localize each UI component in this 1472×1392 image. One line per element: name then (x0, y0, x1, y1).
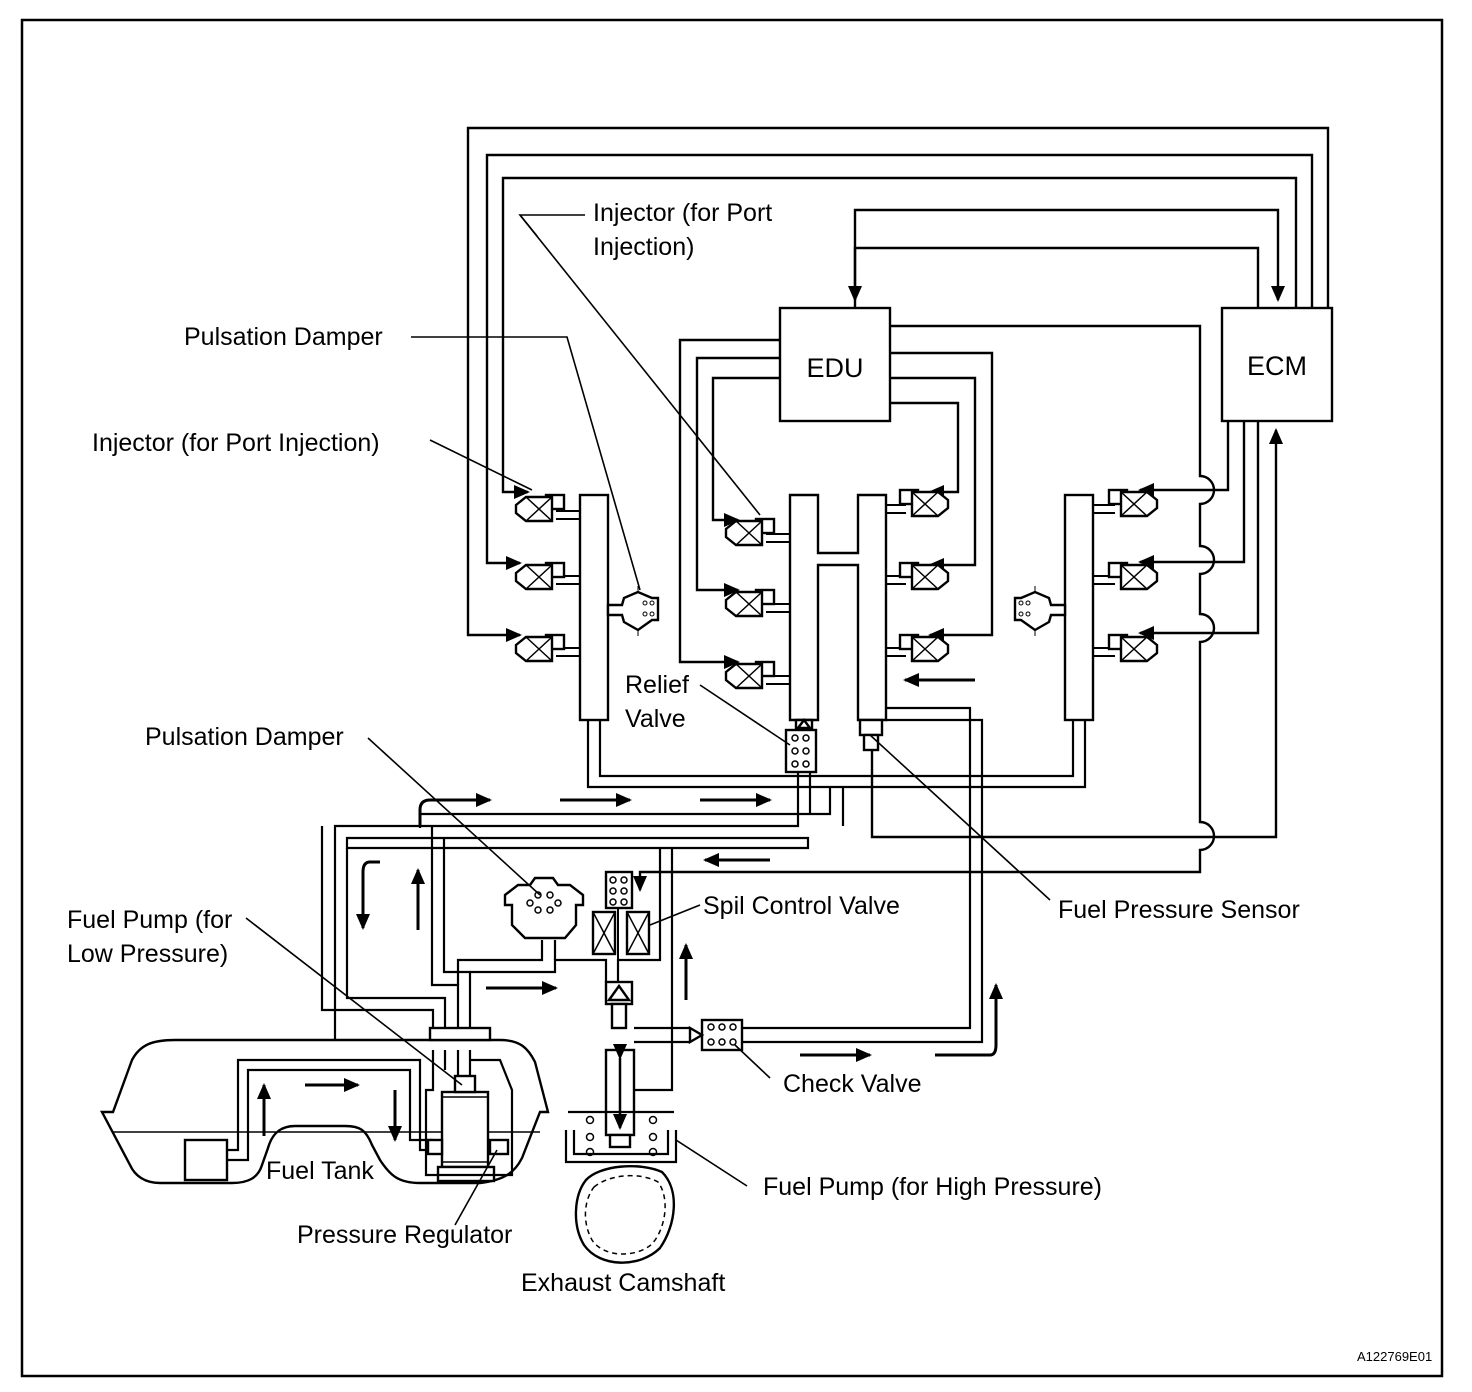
pulsation-damper-mid (503, 876, 585, 940)
injectors-center (724, 488, 950, 690)
label-exhaust-camshaft: Exhaust Camshaft (521, 1269, 725, 1297)
label-fuel-pressure-sensor: Fuel Pressure Sensor (1058, 896, 1300, 924)
pulsation-damper-left-rail (606, 586, 660, 636)
label-injector-port-top-1: Injector (for Port (593, 199, 772, 227)
label-fuel-tank: Fuel Tank (266, 1157, 374, 1185)
center-rails (788, 493, 888, 722)
label-pulsation-damper-mid: Pulsation Damper (145, 723, 344, 751)
label-pulsation-damper-top: Pulsation Damper (184, 323, 383, 351)
ecm-label: ECM (1247, 351, 1307, 381)
fuel-tank (100, 1026, 550, 1185)
flow-arrows (257, 673, 1003, 1142)
ecm-wires (466, 126, 1330, 642)
label-relief-valve-2: Valve (625, 705, 686, 733)
check-valve (688, 1018, 744, 1052)
pulsation-damper-right-rail (1013, 586, 1067, 636)
edu-wires (633, 324, 1216, 892)
leader-lines (245, 214, 1051, 1226)
exhaust-camshaft (574, 1164, 675, 1264)
relief-valve (784, 718, 818, 774)
left-rail (578, 493, 610, 722)
high-pressure-pump (564, 1044, 678, 1164)
label-injector-port-left: Injector (for Port Injection) (92, 429, 380, 457)
label-pressure-regulator: Pressure Regulator (297, 1221, 512, 1249)
injectors-right-bank (1107, 488, 1159, 663)
label-relief-valve-1: Relief (625, 671, 689, 699)
edu-box (778, 306, 892, 423)
figure-code: A122769E01 (1357, 1349, 1432, 1364)
right-rail (1063, 493, 1095, 722)
label-spill-control-valve: Spil Control Valve (703, 892, 900, 920)
spill-control-valve (591, 870, 651, 1030)
label-injector-port-top-2: Injection) (593, 233, 694, 261)
frame-border (20, 18, 1444, 1378)
ecm-box (1220, 306, 1334, 423)
ecm-right-wires (870, 421, 1283, 839)
label-fuel-pump-low-2: Low Pressure) (67, 940, 228, 968)
edu-label: EDU (806, 353, 863, 383)
label-fuel-pump-low-1: Fuel Pump (for (67, 906, 232, 934)
label-fuel-pump-high: Fuel Pump (for High Pressure) (763, 1173, 1102, 1201)
label-check-valve: Check Valve (783, 1070, 922, 1098)
